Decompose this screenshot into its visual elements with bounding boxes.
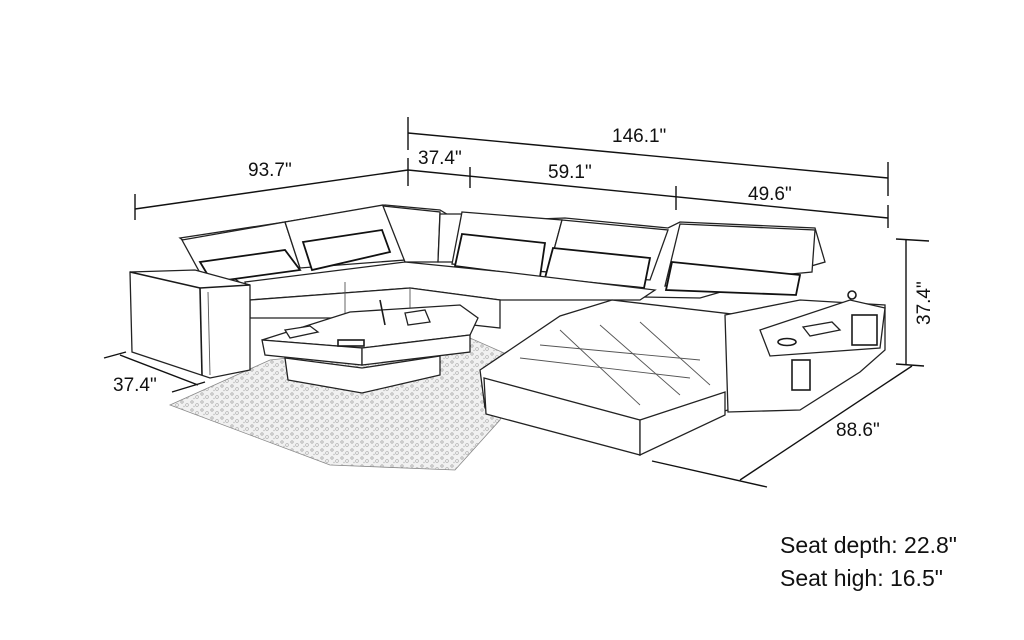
- dimension-label-chaise-width: 49.6": [748, 184, 792, 205]
- dimension-label-right-depth: 88.6": [836, 420, 880, 441]
- coffee-table: [261, 299, 479, 394]
- dimension-label-left-depth: 37.4": [113, 375, 157, 396]
- chaise-lounge: [479, 299, 741, 457]
- dimension-lines: [103, 117, 930, 488]
- left-arm: [129, 269, 251, 379]
- spec-seat-high: Seat high: 16.5": [780, 565, 943, 591]
- dimension-label-middle-width: 59.1": [548, 162, 592, 183]
- dimension-label-left-width: 93.7": [248, 160, 292, 181]
- right-arm-console: [724, 290, 886, 413]
- spec-seat-depth: Seat depth: 22.8": [780, 532, 957, 558]
- dimension-label-overall-width: 146.1": [612, 126, 667, 147]
- throw-pillows: [198, 228, 802, 296]
- dimension-label-corner-width: 37.4": [418, 148, 462, 169]
- dimension-label-height: 37.4": [914, 281, 935, 325]
